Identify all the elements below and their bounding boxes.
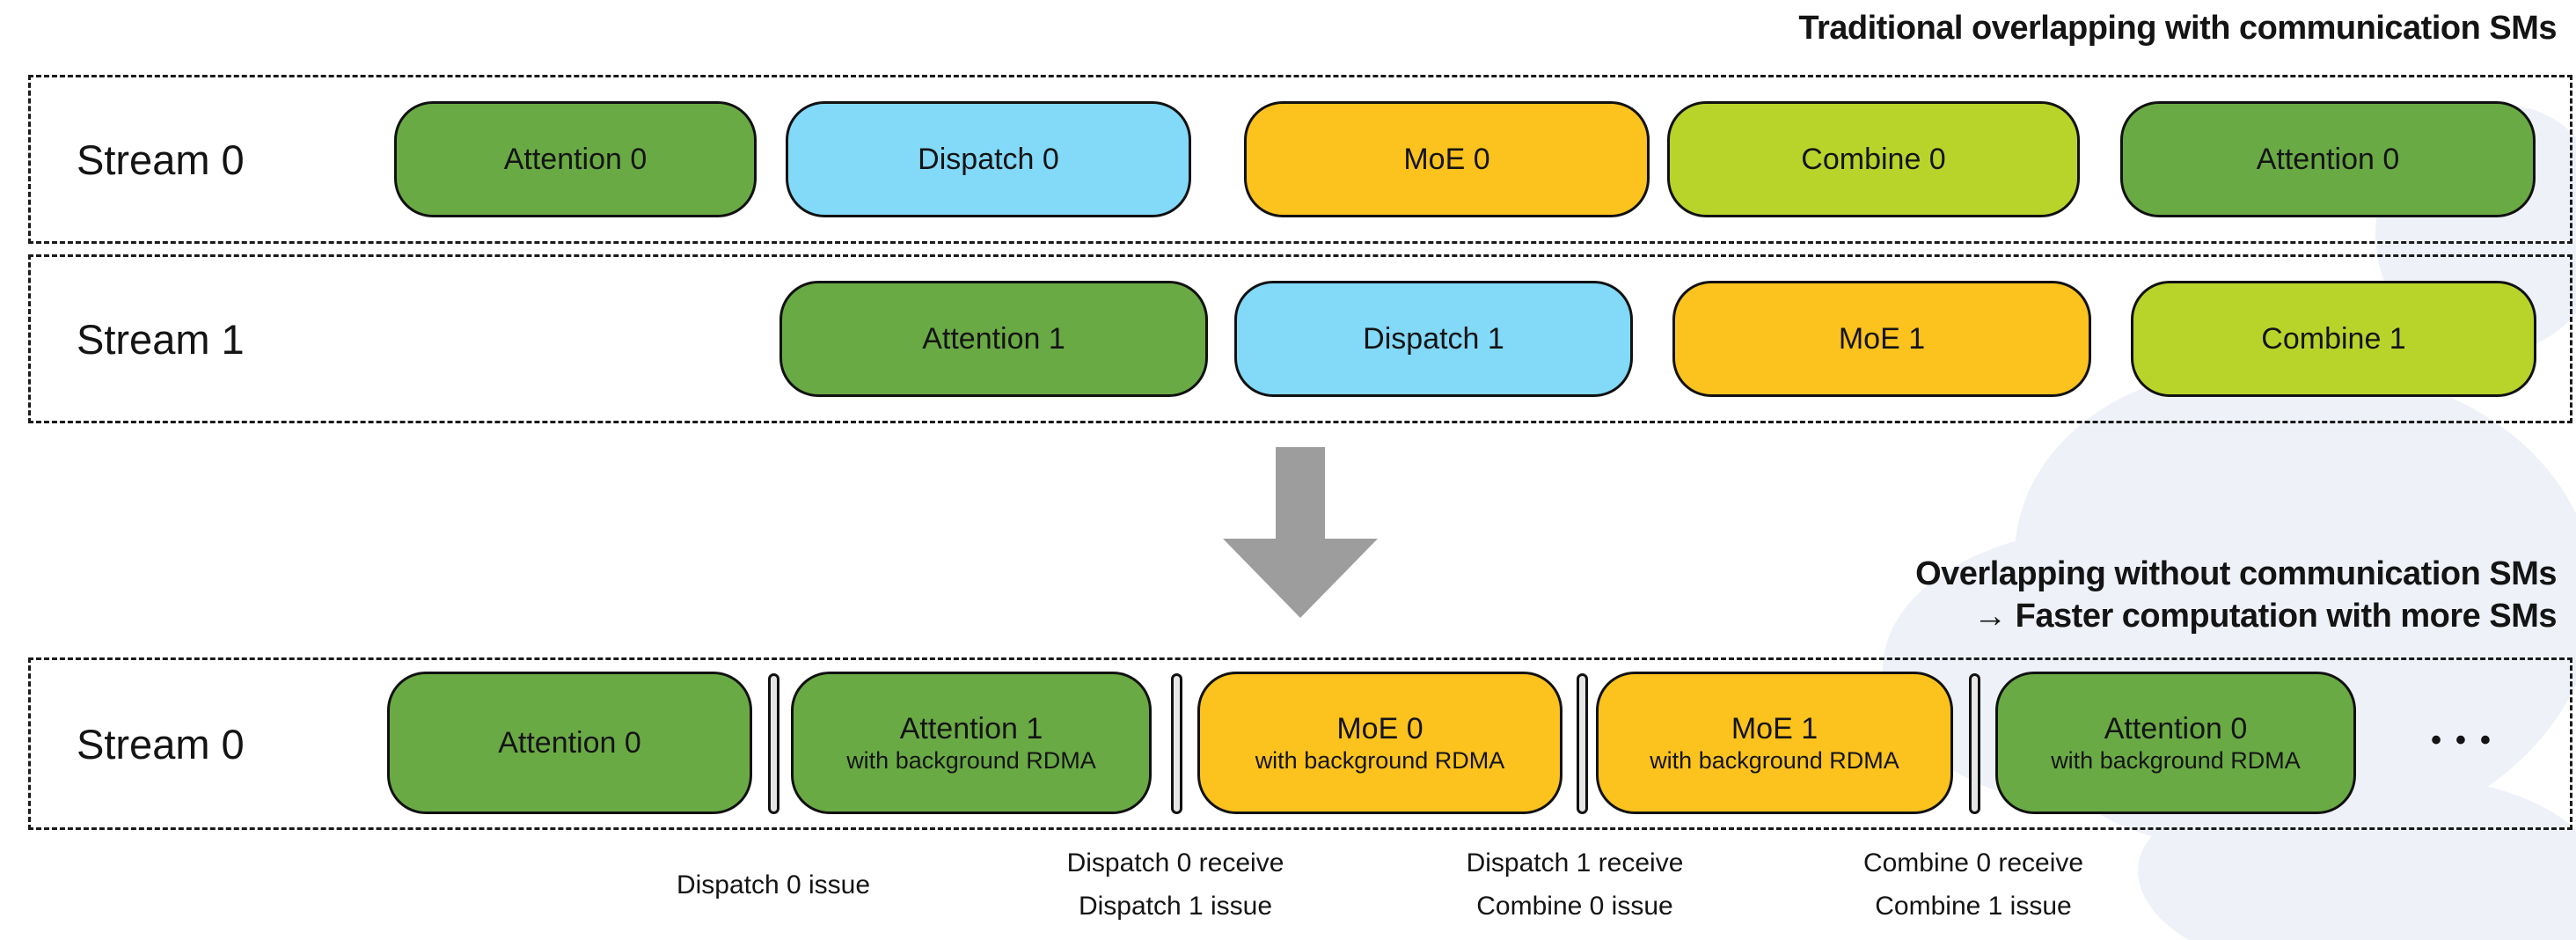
task-box-moe0-rdma: MoE 0 with background RDMA: [1197, 672, 1562, 814]
section-title-traditional: Traditional overlapping with communicati…: [1798, 10, 2557, 47]
task-box-combine1: Combine 1: [2131, 281, 2536, 397]
task-box-attention0: Attention 0: [394, 101, 757, 217]
stream-switch-separator: [1577, 673, 1588, 814]
ellipsis: •••: [2431, 723, 2505, 757]
annotation-line: Dispatch 1 receive: [1466, 848, 1684, 878]
task-box-dispatch1: Dispatch 1: [1234, 281, 1633, 397]
task-label: MoE 0: [1403, 143, 1490, 176]
annotation-dispatch0-issue: Dispatch 0 issue: [545, 863, 1002, 907]
task-box-moe1: MoE 1: [1672, 281, 2091, 397]
task-box-moe0: MoE 0: [1244, 101, 1650, 217]
section-title-overlapped-line2: → Faster computation with more SMs: [1973, 598, 2557, 635]
section-title-overlapped: Overlapping without communication SMs → …: [1915, 553, 2557, 637]
annotation-line: Combine 1 issue: [1875, 892, 2072, 921]
task-sublabel: with background RDMA: [1255, 746, 1505, 774]
task-sublabel: with background RDMA: [1650, 746, 1899, 774]
task-box-attention1-rdma: Attention 1 with background RDMA: [791, 672, 1152, 814]
task-box-attention1: Attention 1: [779, 281, 1208, 397]
down-arrow-stem: [1276, 447, 1325, 540]
task-label: Dispatch 0: [918, 143, 1059, 176]
task-label: MoE 1: [1731, 711, 1819, 745]
task-label: Attention 0: [2256, 143, 2400, 176]
task-label: Dispatch 1: [1363, 322, 1504, 356]
traditional-stream1-lane: Stream 1 Attention 1 Dispatch 1 MoE 1 Co…: [28, 254, 2572, 423]
task-label: Attention 1: [899, 711, 1043, 745]
task-box-combine0: Combine 0: [1667, 101, 2080, 217]
task-label: Combine 0: [1801, 143, 1946, 176]
traditional-stream0-lane: Stream 0 Attention 0 Dispatch 0 MoE 0 Co…: [28, 75, 2572, 244]
task-sublabel: with background RDMA: [2051, 746, 2301, 774]
task-label: Attention 1: [922, 322, 1065, 356]
stream-switch-separator: [1969, 673, 1980, 814]
task-label: Combine 1: [2261, 322, 2406, 356]
stream-switch-separator: [1171, 673, 1182, 814]
task-box-attention0: Attention 0: [387, 672, 752, 814]
annotation-line: Dispatch 0 receive: [1066, 848, 1284, 878]
section-title-overlapped-line1: Overlapping without communication SMs: [1915, 555, 2557, 592]
task-label: Attention 0: [503, 143, 648, 176]
stream-switch-separator: [768, 673, 779, 814]
stream1-label: Stream 1: [77, 315, 245, 363]
task-box-moe1-rdma: MoE 1 with background RDMA: [1596, 672, 1953, 814]
task-sublabel: with background RDMA: [846, 746, 1096, 774]
annotation-combine0-receive: Combine 0 receive Combine 1 issue: [1745, 841, 2202, 928]
task-label: Attention 0: [498, 726, 641, 760]
task-box-attention0-next: Attention 0: [2120, 101, 2536, 217]
down-arrow-head: [1223, 539, 1378, 618]
task-label: Attention 0: [2104, 711, 2248, 745]
annotation-line: Dispatch 0 issue: [676, 870, 871, 900]
annotation-dispatch0-receive: Dispatch 0 receive Dispatch 1 issue: [947, 841, 1404, 928]
annotation-dispatch1-receive: Dispatch 1 receive Combine 0 issue: [1346, 841, 1804, 928]
annotation-line: Combine 0 receive: [1862, 848, 2084, 878]
annotation-line: Combine 0 issue: [1476, 892, 1673, 921]
task-box-attention0-rdma: Attention 0 with background RDMA: [1995, 672, 2356, 814]
overlapped-stream0-lane: Stream 0 Attention 0 Attention 1 with ba…: [28, 657, 2572, 830]
task-label: MoE 1: [1838, 322, 1926, 356]
stream0-label: Stream 0: [77, 136, 245, 183]
annotation-line: Dispatch 1 issue: [1078, 892, 1273, 921]
stream0-label: Stream 0: [77, 720, 245, 767]
task-label: MoE 0: [1336, 711, 1423, 745]
task-box-dispatch0: Dispatch 0: [786, 101, 1191, 217]
